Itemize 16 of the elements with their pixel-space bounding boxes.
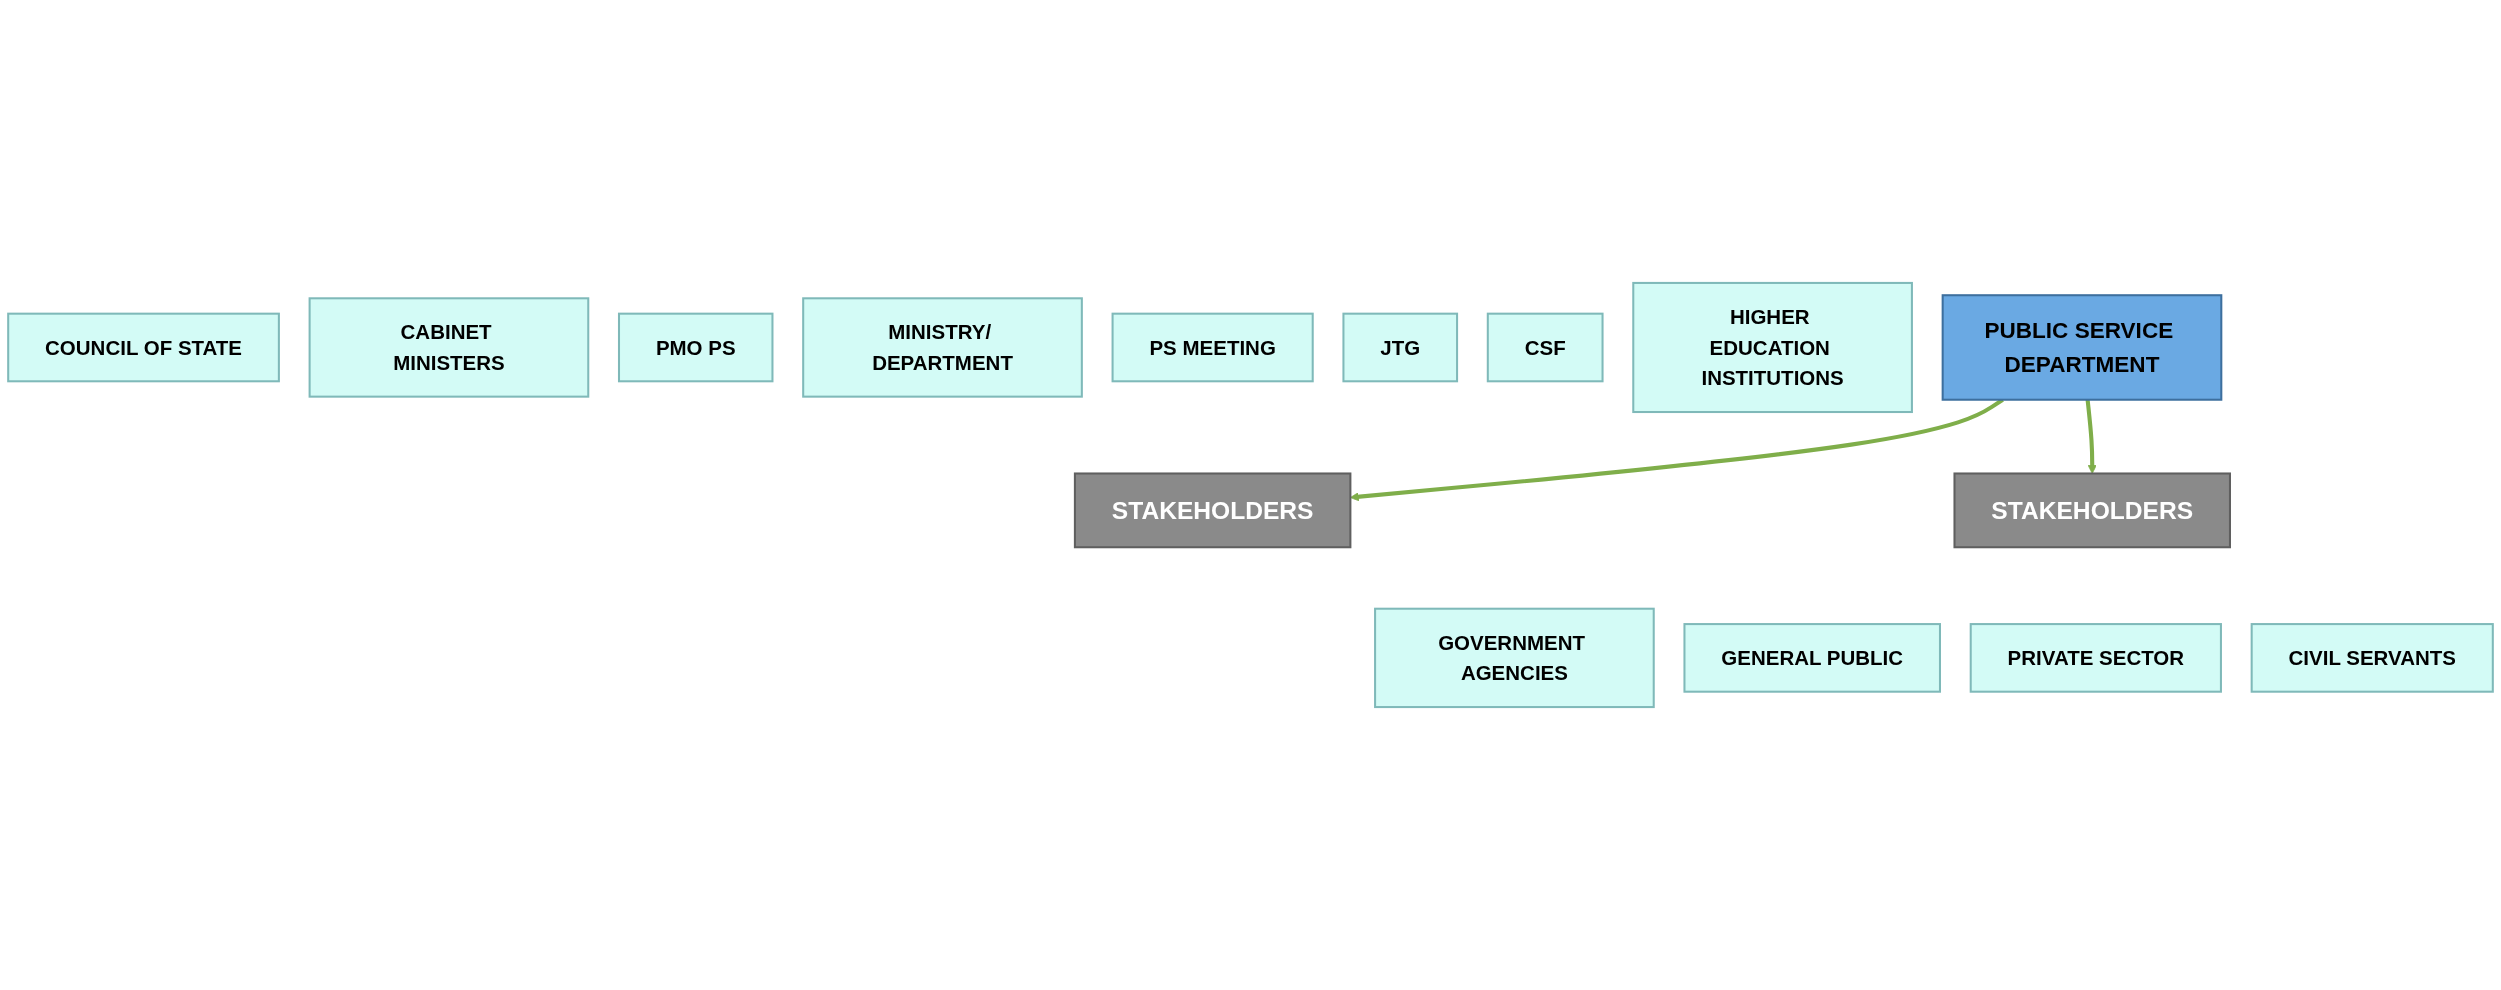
node-box: CIVIL SERVANTS xyxy=(2250,623,2494,693)
node-box: MINISTRY/ DEPARTMENT xyxy=(802,297,1083,398)
node-box: JTG xyxy=(1342,312,1459,383)
node-box: PUBLIC SERVICE DEPARTMENT xyxy=(1941,294,2223,401)
node-box: PS MEETING xyxy=(1111,312,1314,383)
node-box: PRIVATE SECTOR xyxy=(1969,623,2222,693)
node-box: STAKEHOLDERS xyxy=(1953,472,2231,549)
node-box: CABINET MINISTERS xyxy=(308,297,590,398)
node-box: HIGHER EDUCATION INSTITUTIONS xyxy=(1632,281,1913,414)
node-box: COUNCIL OF STATE xyxy=(7,312,280,383)
arrow xyxy=(2085,399,2097,474)
node-box: CSF xyxy=(1486,312,1604,383)
node-box: GOVERNMENT AGENCIES xyxy=(1374,607,1655,709)
node-box: PMO PS xyxy=(617,312,774,383)
node-box: STAKEHOLDERS xyxy=(1073,472,1352,549)
node-box: GENERAL PUBLIC xyxy=(1683,623,1941,693)
